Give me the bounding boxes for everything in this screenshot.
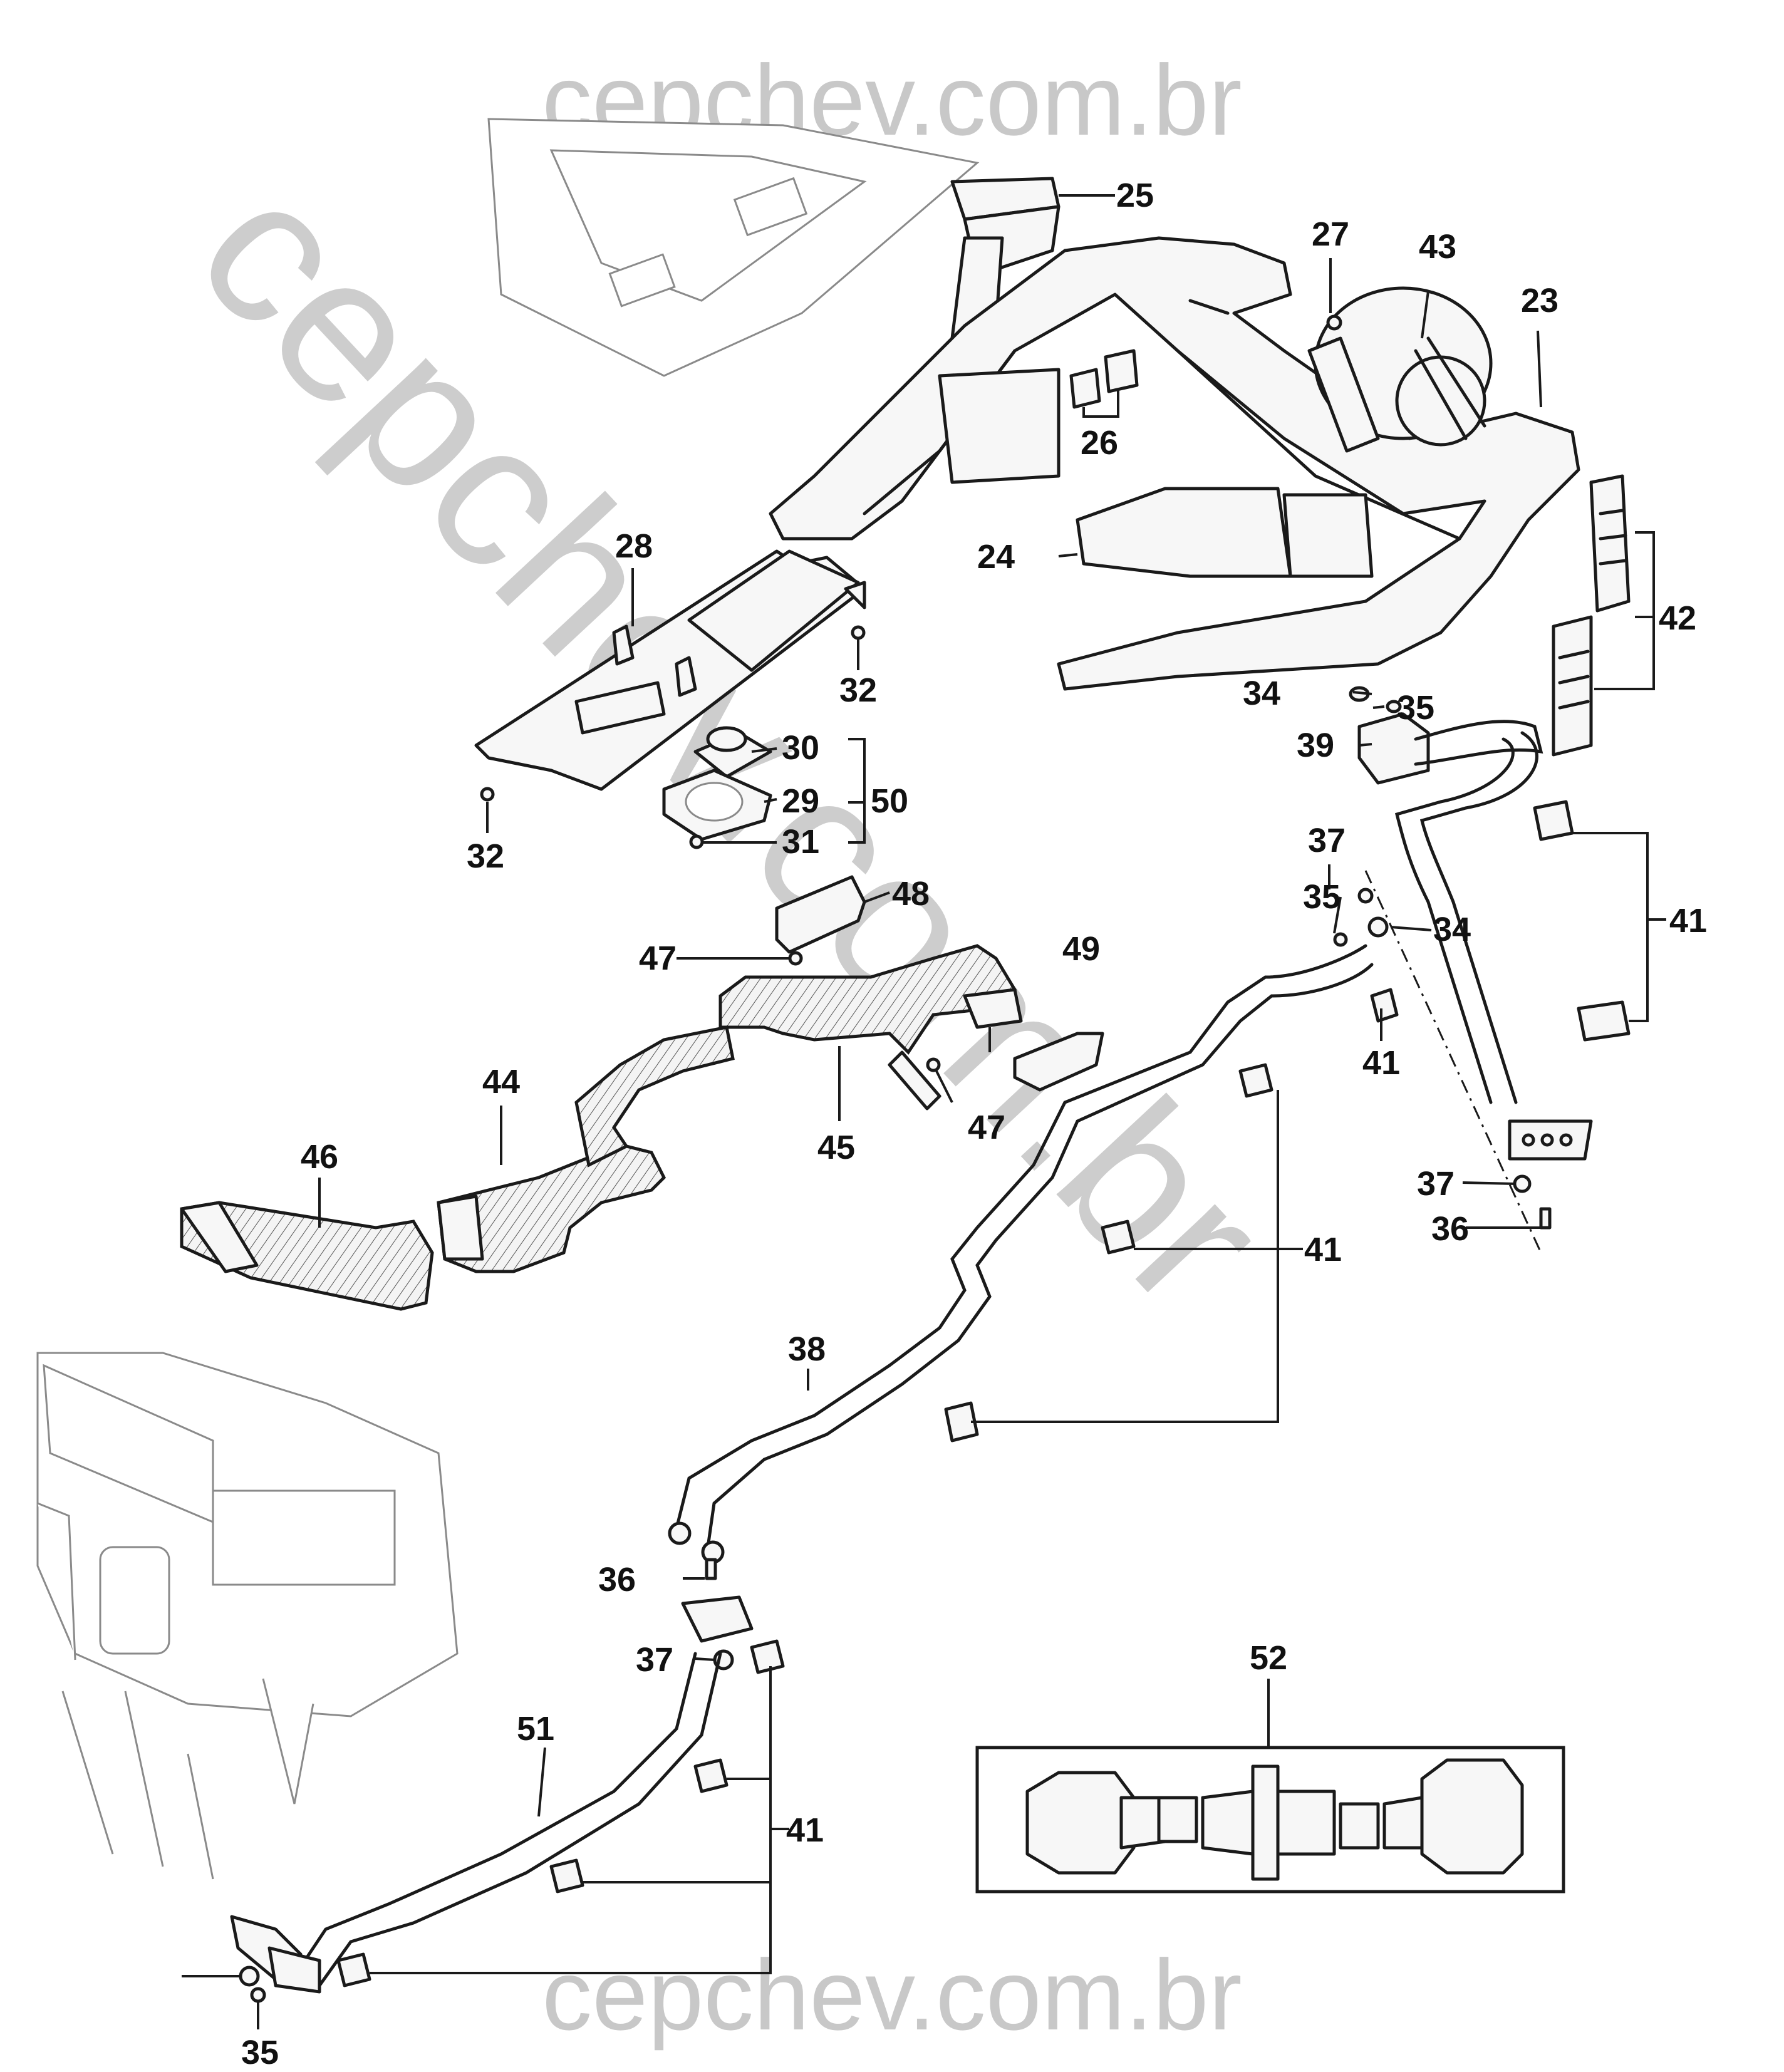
callout-30: 30: [782, 729, 819, 767]
callout-32-lower: 32: [467, 837, 504, 875]
callout-42: 42: [1659, 599, 1696, 637]
callout-41-lower: 41: [786, 1811, 824, 1849]
callout-47-upper: 47: [639, 940, 677, 977]
callout-23: 23: [1521, 282, 1558, 319]
part-31-screw: [689, 834, 704, 849]
part-42-side-vents: [1552, 474, 1631, 757]
callout-46: 46: [301, 1138, 338, 1176]
callout-41-upper-right: 41: [1669, 902, 1707, 940]
part-29-bezel: [662, 769, 772, 841]
watermark-bottom: cepchev.com.br: [542, 1939, 1242, 2051]
callout-35-upper: 35: [1397, 689, 1434, 727]
callout-34-upper: 34: [1243, 675, 1280, 712]
callout-25: 25: [1116, 177, 1154, 214]
callout-38: 38: [788, 1330, 826, 1368]
callout-47-lower: 47: [968, 1109, 1005, 1146]
callout-48: 48: [892, 875, 930, 913]
callout-37-right: 37: [1417, 1165, 1455, 1203]
callout-37-upper: 37: [1308, 822, 1346, 859]
part-46-duct-end: [180, 1201, 434, 1311]
part-45-floor-duct: [718, 944, 1023, 1111]
part-23-rear-duct: [769, 236, 1580, 691]
callout-36-lower: 36: [598, 1561, 636, 1598]
part-41-pipe-clips: [336, 800, 1631, 1987]
part-34-35-36-37-fittings: [239, 686, 1552, 2003]
callout-52: 52: [1250, 1639, 1287, 1677]
part-pipes-upper-right: [1394, 720, 1593, 1161]
part-39-pipe-fitting: [1357, 712, 1430, 785]
callout-29: 29: [782, 782, 819, 820]
part-43-blower-motor: [1307, 286, 1493, 453]
part-26-clips: [1069, 349, 1139, 409]
callout-49: 49: [1062, 930, 1100, 968]
callout-51: 51: [517, 1710, 554, 1748]
callout-27: 27: [1312, 215, 1349, 253]
part-28-console-bracket: [474, 549, 866, 791]
callout-36-right: 36: [1431, 1210, 1469, 1248]
callout-28: 28: [615, 527, 653, 565]
callout-24: 24: [977, 538, 1015, 576]
callout-39: 39: [1297, 727, 1334, 764]
part-44-rear-floor-duct: [437, 1025, 735, 1273]
hvac-module-ghost: [36, 1352, 459, 1880]
callout-labels: 25 27 43 23 26 24 28 32 32 30 29 31 50 4…: [241, 177, 1707, 2071]
callout-35-lower: 35: [241, 2034, 279, 2071]
callout-34-middle: 34: [1433, 911, 1471, 948]
callout-35-middle: 35: [1303, 878, 1341, 916]
part-49-bracket: [1013, 1032, 1104, 1092]
part-38-pipe-assembly: [668, 944, 1374, 1564]
part-47-clips: [788, 951, 941, 1072]
part-52-fitting-kit: [975, 1746, 1565, 1893]
part-30-sensor: [693, 726, 772, 779]
callout-41-middle: 41: [1362, 1044, 1400, 1082]
callout-31: 31: [782, 823, 819, 861]
part-51-lower-pipe: [230, 1595, 754, 1994]
callout-26: 26: [1081, 424, 1118, 462]
part-32-fasteners: [480, 625, 866, 802]
part-48-vent-cover: [775, 875, 866, 954]
part-25-center-vent: [950, 177, 1061, 340]
callout-45: 45: [817, 1129, 855, 1166]
roof-liner-ghost: [487, 118, 980, 377]
part-24-duct-adapter: [938, 368, 1374, 578]
callout-37-lower: 37: [636, 1641, 673, 1679]
part-27-screw: [1326, 314, 1342, 331]
callout-41-center: 41: [1304, 1231, 1342, 1268]
callout-32-upper: 32: [839, 671, 877, 709]
leader-lines: [182, 194, 1666, 2029]
callout-43: 43: [1419, 228, 1456, 266]
callout-50: 50: [871, 782, 908, 820]
callout-44: 44: [482, 1063, 520, 1101]
